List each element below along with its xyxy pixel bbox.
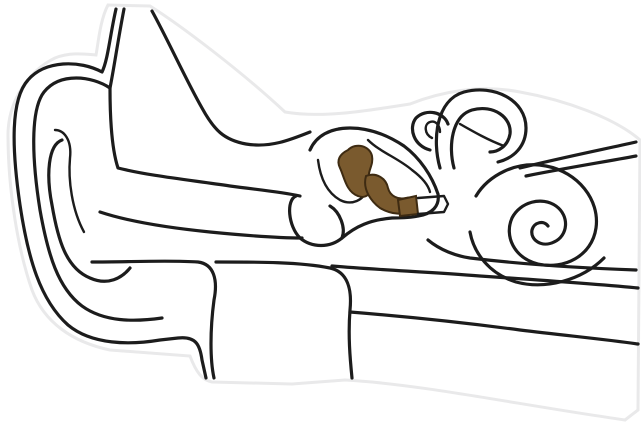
ossicle-stapes (398, 196, 418, 216)
